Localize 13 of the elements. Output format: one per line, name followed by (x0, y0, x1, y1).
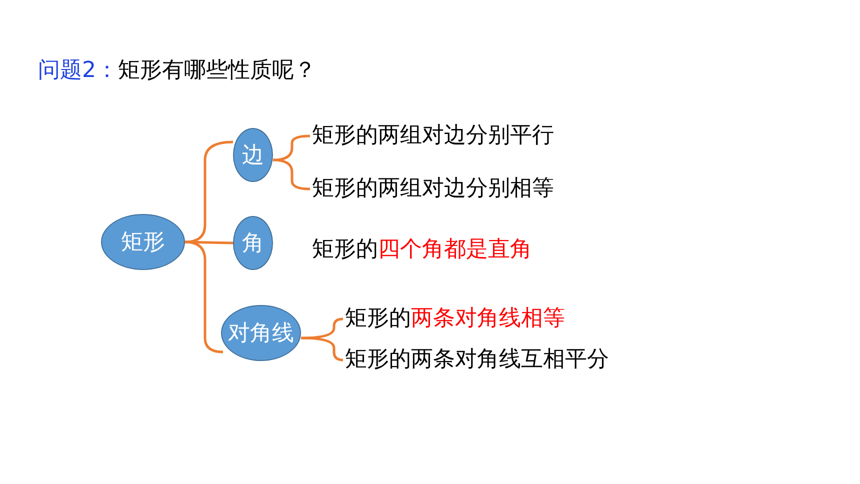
topic-ellipse: 角 (233, 216, 273, 270)
topic-ellipse: 矩形 (101, 214, 185, 270)
brace-connector (184, 140, 234, 244)
question-heading: 问题2：矩形有哪些性质呢？ (38, 57, 316, 85)
property-text: 矩形的四个角都是直角 (312, 236, 532, 264)
brace-connector (272, 158, 310, 190)
topic-ellipse: 边 (233, 128, 273, 182)
property-text: 矩形的两组对边分别相等 (312, 175, 554, 203)
brace-connector (300, 336, 344, 362)
property-text: 矩形的两条对角线相等 (345, 305, 565, 333)
topic-ellipse: 对角线 (221, 305, 301, 361)
property-text: 矩形的两组对边分别平行 (312, 122, 554, 150)
property-text: 矩形的两条对角线互相平分 (345, 346, 609, 374)
